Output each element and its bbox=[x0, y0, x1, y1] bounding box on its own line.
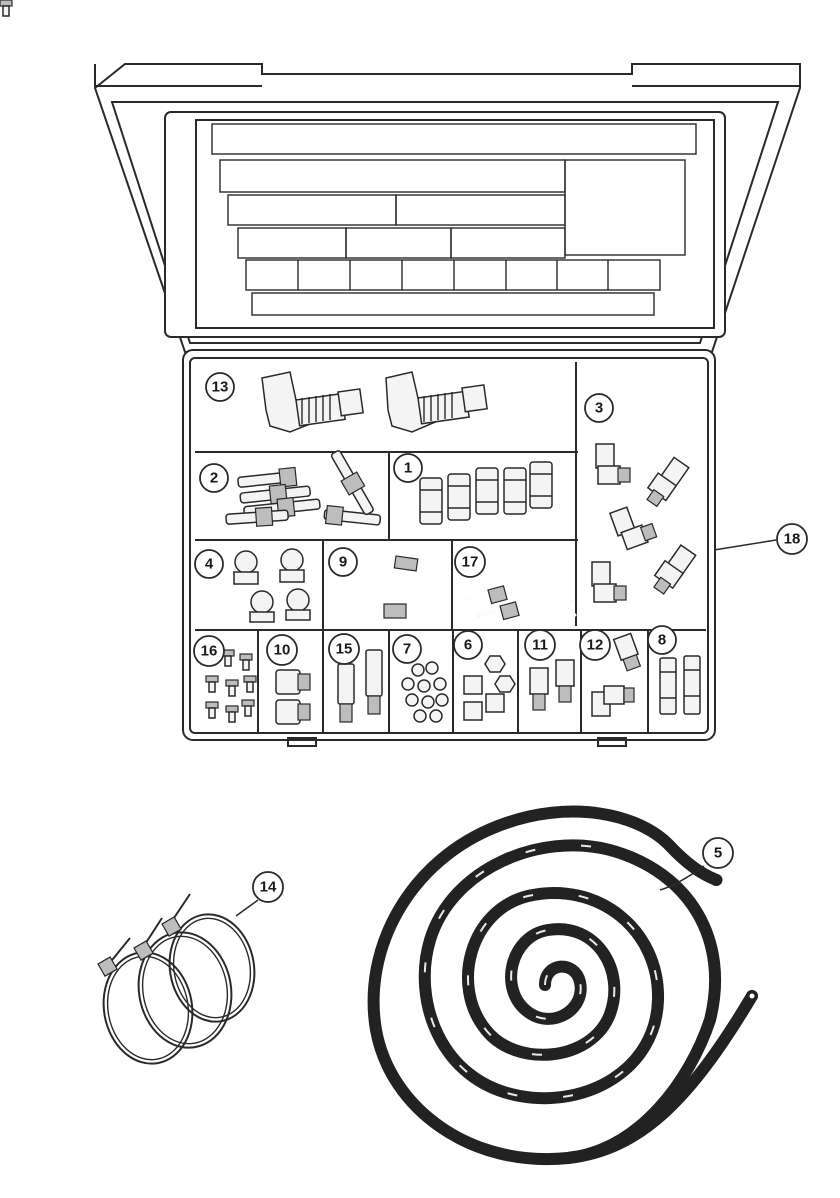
svg-text:14: 14 bbox=[260, 879, 277, 896]
callout-18: 18 bbox=[776, 523, 808, 555]
part-11-fittings bbox=[529, 659, 575, 711]
part-6-nuts bbox=[463, 655, 516, 721]
svg-text:15: 15 bbox=[336, 641, 353, 658]
svg-text:18: 18 bbox=[784, 531, 801, 548]
callout-4: 4 bbox=[194, 549, 224, 579]
callout-15: 15 bbox=[328, 633, 360, 665]
case-lid bbox=[93, 63, 801, 353]
svg-text:16: 16 bbox=[201, 643, 218, 660]
part-7-ferrules bbox=[401, 661, 449, 723]
callout-17: 17 bbox=[454, 546, 486, 578]
leader-lines bbox=[235, 539, 777, 917]
svg-text:10: 10 bbox=[274, 642, 291, 659]
callout-12: 12 bbox=[579, 629, 611, 661]
callout-10: 10 bbox=[266, 634, 298, 666]
part-14-cable-ties bbox=[97, 893, 256, 1065]
svg-text:8: 8 bbox=[658, 632, 666, 649]
callout-2: 2 bbox=[199, 463, 229, 493]
svg-text:12: 12 bbox=[587, 637, 604, 654]
callout-13: 13 bbox=[205, 372, 235, 402]
part-2-needle-fittings bbox=[225, 450, 382, 527]
lid-inner-panel bbox=[195, 119, 715, 329]
svg-text:9: 9 bbox=[339, 554, 347, 571]
svg-text:1: 1 bbox=[404, 460, 412, 477]
callout-16: 16 bbox=[193, 635, 225, 667]
callout-6: 6 bbox=[453, 630, 483, 660]
part-5-coiled-tubing bbox=[367, 805, 758, 1166]
part-16-small-screws bbox=[0, 0, 257, 723]
part-4-pipe-clamps bbox=[233, 548, 311, 623]
callout-3: 3 bbox=[584, 393, 614, 423]
svg-text:3: 3 bbox=[595, 400, 603, 417]
callout-9: 9 bbox=[328, 547, 358, 577]
part-9-bent-tube bbox=[366, 554, 442, 619]
svg-text:17: 17 bbox=[462, 554, 479, 571]
callout-1: 1 bbox=[393, 453, 423, 483]
svg-text:4: 4 bbox=[205, 556, 214, 573]
svg-text:6: 6 bbox=[464, 637, 472, 654]
svg-text:7: 7 bbox=[403, 641, 411, 658]
part-1-unions bbox=[419, 461, 553, 525]
callout-8: 8 bbox=[647, 625, 677, 655]
part-3-elbow-fittings bbox=[591, 443, 697, 603]
part-12-elbows bbox=[591, 632, 642, 717]
svg-text:2: 2 bbox=[210, 470, 218, 487]
svg-text:5: 5 bbox=[714, 845, 722, 862]
svg-text:13: 13 bbox=[212, 379, 229, 396]
part-8-straight-unions bbox=[659, 655, 701, 715]
part-10-couplings bbox=[275, 669, 311, 725]
callout-5: 5 bbox=[702, 837, 734, 869]
callout-11: 11 bbox=[524, 629, 556, 661]
part-13-elbow-springs bbox=[261, 371, 488, 433]
svg-text:11: 11 bbox=[532, 637, 548, 654]
part-17-bent-needles bbox=[465, 576, 577, 621]
callout-14: 14 bbox=[252, 871, 284, 903]
callout-7: 7 bbox=[392, 634, 422, 664]
part-15-adapters bbox=[337, 649, 383, 723]
